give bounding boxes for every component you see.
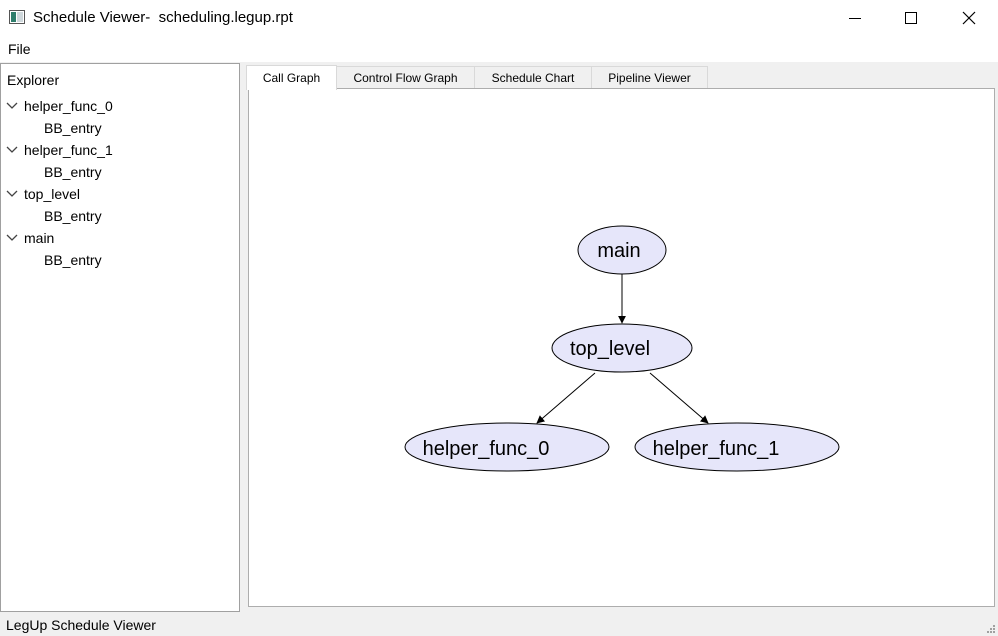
maximize-icon — [905, 12, 917, 24]
minimize-button[interactable] — [826, 0, 884, 36]
menu-file[interactable]: File — [8, 41, 31, 57]
explorer-panel: Explorer helper_func_0 BB_entry helper_f… — [0, 63, 240, 612]
resize-grip-icon[interactable] — [985, 623, 995, 633]
title-bar: Schedule Viewer- scheduling.legup.rpt — [0, 0, 998, 36]
tree-item-main[interactable]: main — [24, 230, 55, 246]
menu-bar: File — [0, 36, 998, 62]
chevron-down-icon[interactable] — [6, 100, 18, 112]
tree-item-helper-func-0[interactable]: helper_func_0 — [24, 98, 113, 114]
node-label-helper-func-0: helper_func_0 — [423, 438, 550, 460]
tab-pipeline-viewer[interactable]: Pipeline Viewer — [591, 66, 708, 88]
graph-node-top-level[interactable]: top_level — [551, 323, 693, 373]
tab-control-flow-graph[interactable]: Control Flow Graph — [336, 66, 475, 88]
status-bar-text: LegUp Schedule Viewer — [6, 617, 156, 633]
chevron-down-icon[interactable] — [6, 232, 18, 244]
tab-schedule-chart[interactable]: Schedule Chart — [474, 66, 592, 88]
node-label-main: main — [597, 240, 640, 262]
call-graph-view: main top_level helper_func_0 helper_func… — [248, 88, 995, 607]
graph-node-main[interactable]: main — [577, 225, 667, 275]
tree-item-bb-entry[interactable]: BB_entry — [44, 164, 102, 180]
tree-item-bb-entry[interactable]: BB_entry — [44, 252, 102, 268]
minimize-icon — [849, 18, 861, 19]
chevron-down-icon[interactable] — [6, 188, 18, 200]
chevron-down-icon[interactable] — [6, 144, 18, 156]
call-graph-canvas: main top_level helper_func_0 helper_func… — [404, 225, 840, 472]
maximize-button[interactable] — [882, 0, 940, 36]
node-label-top-level: top_level — [570, 338, 650, 360]
tab-call-graph[interactable]: Call Graph — [246, 65, 337, 90]
graph-node-helper-func-1[interactable]: helper_func_1 — [634, 422, 840, 472]
tree-item-bb-entry[interactable]: BB_entry — [44, 208, 102, 224]
edge-top-level-helper-func-0 — [536, 372, 596, 424]
close-icon — [962, 11, 976, 25]
close-button[interactable] — [940, 0, 998, 36]
tree-item-top-level[interactable]: top_level — [24, 186, 81, 202]
graph-node-helper-func-0[interactable]: helper_func_0 — [404, 422, 610, 472]
tree-item-bb-entry[interactable]: BB_entry — [44, 120, 102, 136]
node-label-helper-func-1: helper_func_1 — [653, 438, 780, 460]
app-icon — [9, 10, 25, 24]
edge-top-level-helper-func-1 — [649, 372, 709, 424]
tree-item-helper-func-1[interactable]: helper_func_1 — [24, 142, 113, 158]
explorer-header: Explorer — [7, 72, 60, 88]
window-title: Schedule Viewer- scheduling.legup.rpt — [33, 9, 293, 26]
